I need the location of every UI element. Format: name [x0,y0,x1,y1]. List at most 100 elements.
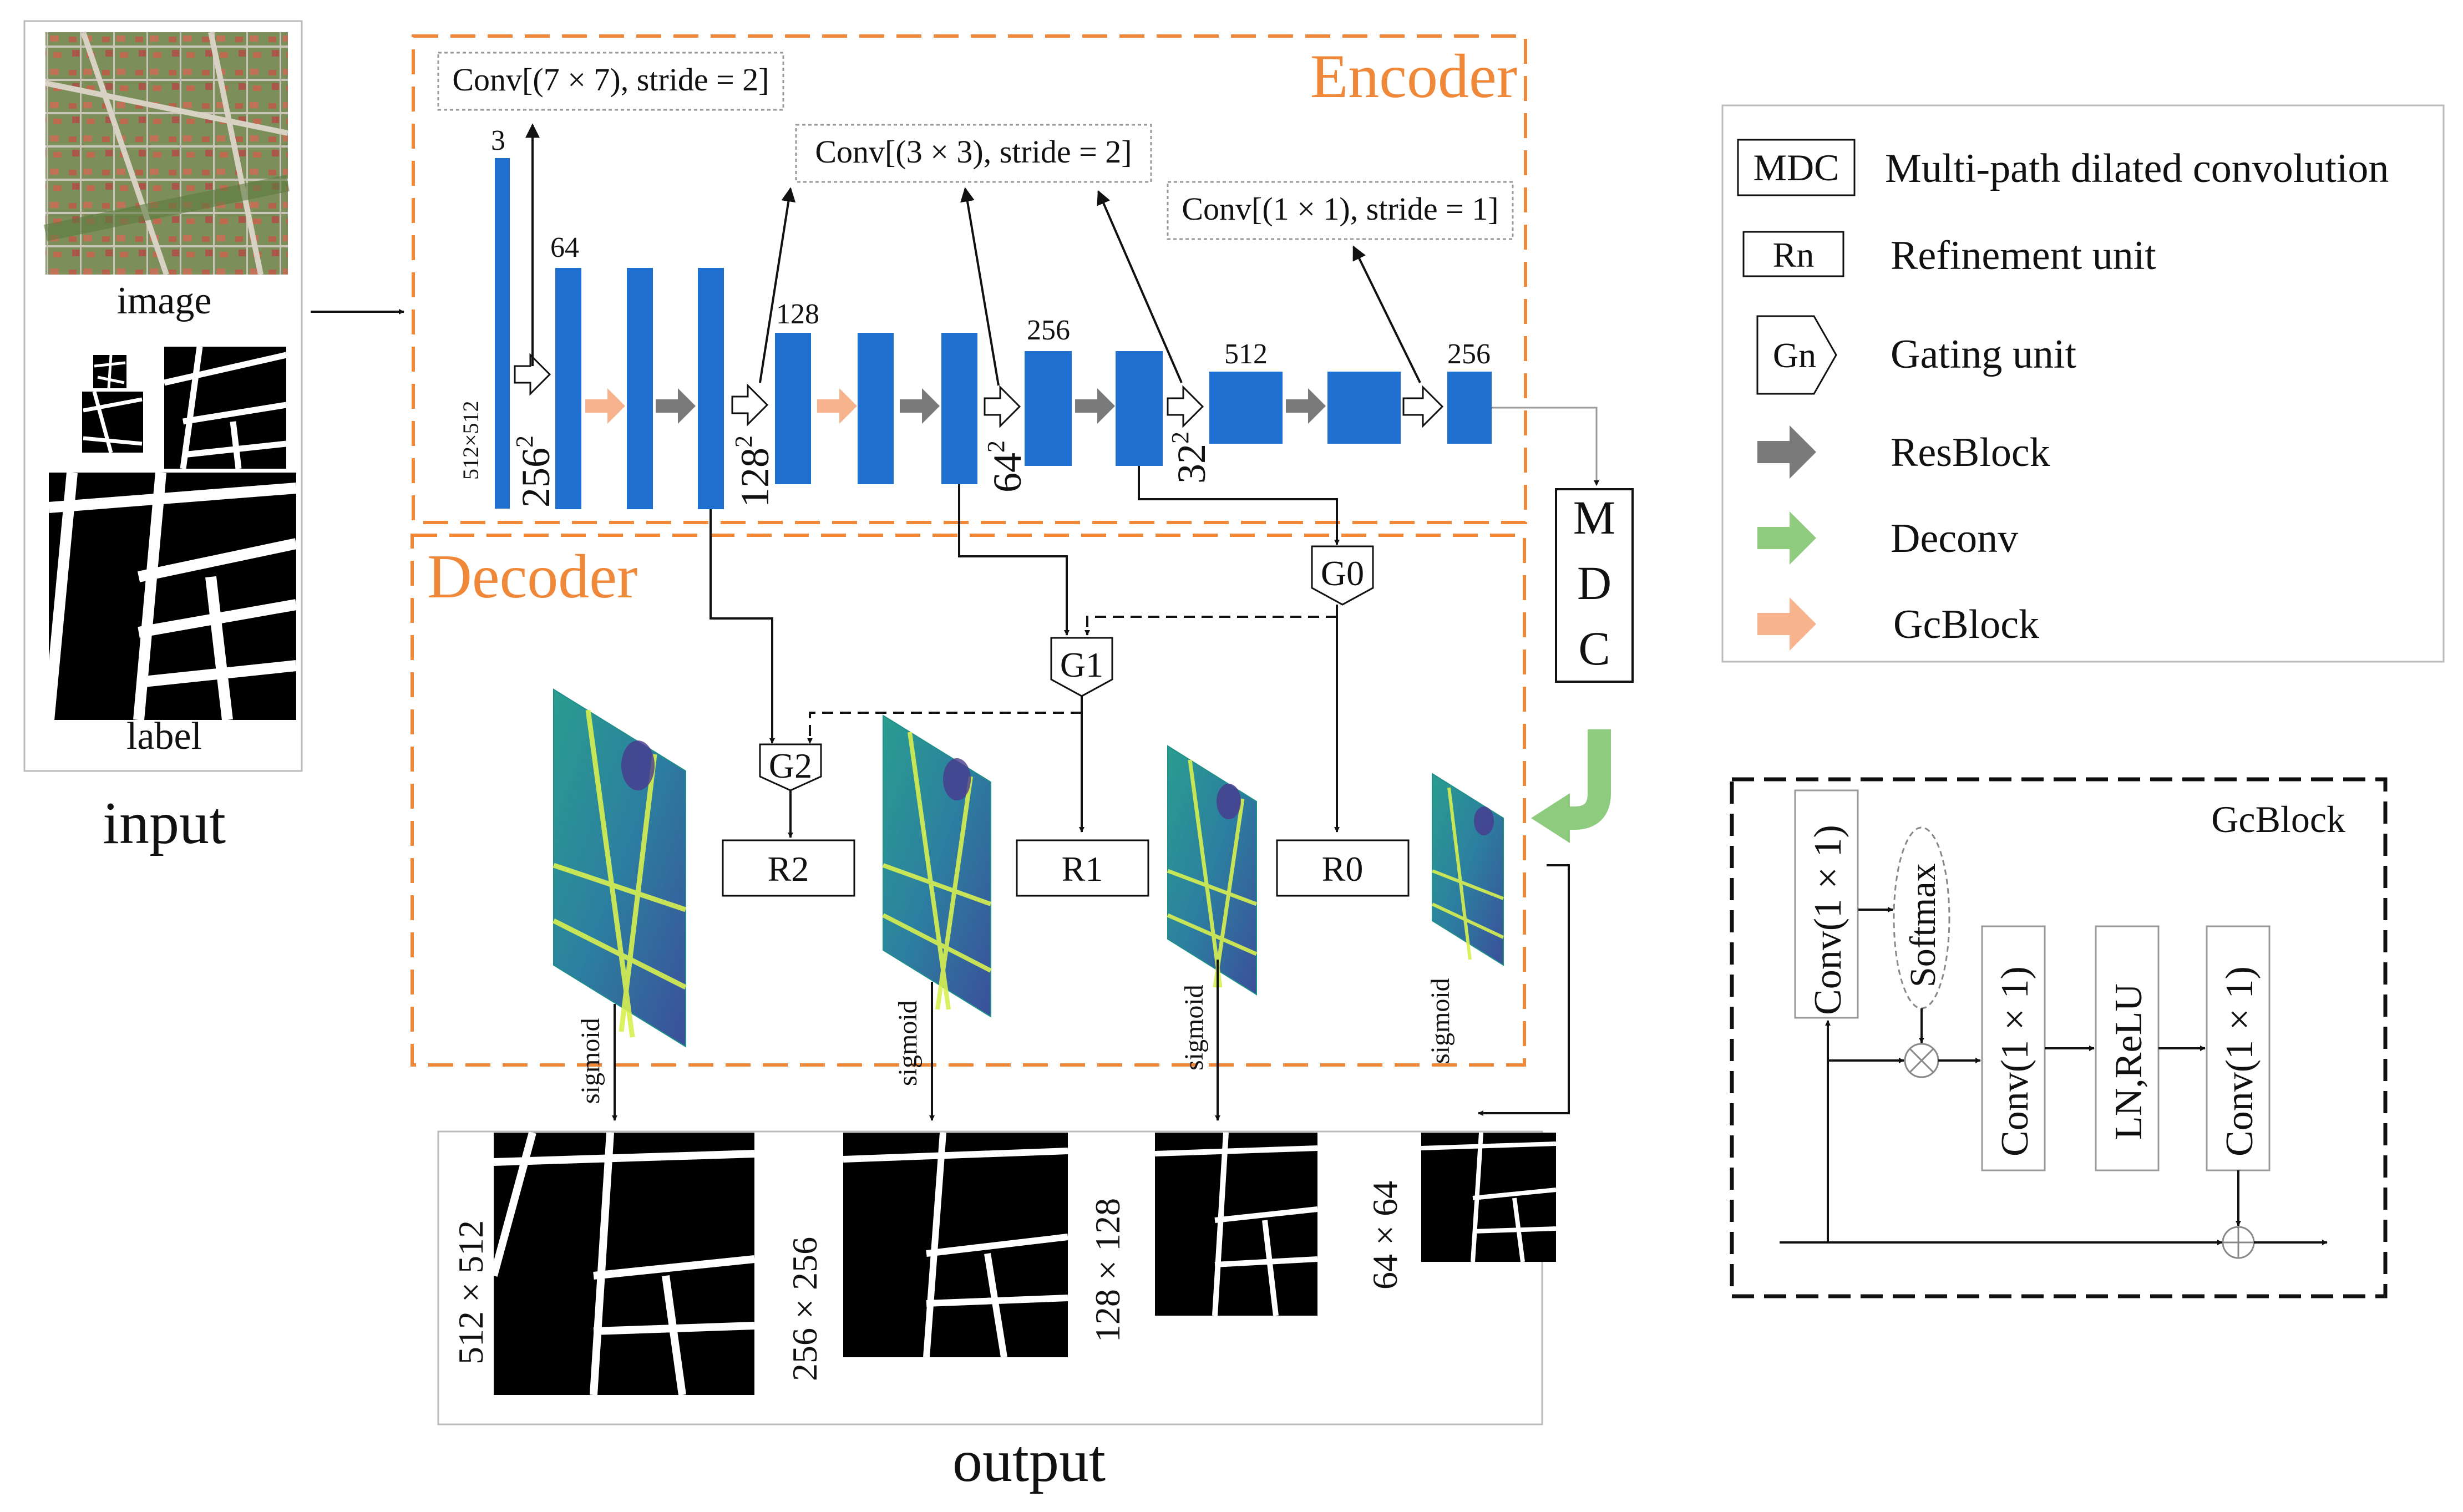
legend-gcblock-arrow [1757,597,1816,651]
refine-r2: R2 [722,839,855,897]
channel-label-128: 128 [776,298,819,330]
enc-block-128-a [775,333,811,484]
gcblock-arrows [585,388,857,424]
conv-arrow-4 [1167,385,1204,428]
enc-block-256-b [1116,351,1163,466]
enc-block-64-b [627,268,653,509]
conv-arrow-3 [984,385,1021,428]
legend-rn-symbol: Rn [1773,235,1815,275]
encoder-box [412,34,1527,524]
heatmap-512 [552,688,687,1048]
legend-rn-text: Refinement unit [1891,233,2156,278]
gate-g1: G1 [1050,637,1113,697]
gate-dashed-links [807,616,1337,744]
enc-block-64-a [555,268,581,509]
refine-r0: R0 [1276,839,1410,897]
channel-label-512: 512 [1224,338,1268,370]
enc-block-512-b [1327,372,1401,444]
legend-gn-text: Gating unit [1891,332,2076,377]
conv-arrows [514,353,1444,428]
conv1-note: Conv[(1 × 1), stride = 1] [1167,181,1514,240]
output-size-256: 256 × 256 [785,1237,824,1381]
decoder-title: Decoder [427,542,637,611]
gc-arrow-2 [817,388,857,424]
label-mask-small-2 [82,391,143,453]
gcblock-detail: GcBlock Conv(1 × 1) Softmax Conv(1 × 1) … [1730,777,2388,1298]
channel-label-256-out: 256 [1447,338,1491,370]
gc-arrow-1 [585,388,625,424]
output-mask-64 [1421,1132,1557,1262]
conv-arrow-5 [1402,385,1444,428]
size-label-128: 1282 [730,435,777,508]
conv7-note: Conv[(7 × 7), stride = 2] [437,52,784,111]
output-size-512: 512 × 512 [451,1220,490,1364]
sigmoid-label-64: sigmoid [1426,978,1455,1064]
image-label: image [116,280,211,322]
size-label-64: 642 [982,440,1030,493]
gc-lnrelu-label: LN,ReLU [2107,983,2150,1140]
res-arrow-2 [900,388,940,424]
conv7-text: Conv[(7 × 7), stride = 2] [452,62,769,98]
gcblock-title: GcBlock [2211,798,2345,840]
res-arrow-3 [1075,388,1115,424]
output-size-128: 128 × 128 [1088,1198,1127,1342]
conv1-text: Conv[(1 × 1), stride = 1] [1182,191,1498,227]
refine-r2-label: R2 [768,849,809,889]
output-frame [437,1130,1543,1425]
encoder-title: Encoder [1310,42,1517,111]
conv3-text: Conv[(3 × 3), stride = 2] [815,134,1132,170]
decoder-box [411,534,1526,1067]
gcblock-flow-lines [1780,907,2328,1245]
refine-r0-label: R0 [1322,849,1364,889]
enc-block-256-a [1025,351,1072,466]
sigmoid-label-256: sigmoid [893,1000,923,1086]
legend-mdc-text: Multi-path dilated convolution [1885,146,2389,191]
mdc-letter-d: D [1577,556,1611,610]
heatmap-64 [1431,773,1504,966]
size-label-256: 2562 [511,435,558,508]
input-panel: image label input [23,20,303,856]
label-mask-medium [163,346,287,469]
satellite-image [43,31,290,276]
resblock-arrows [656,388,1326,424]
res-arrow-4 [1286,388,1326,424]
label-mask-small-1 [93,354,126,389]
channel-label-64: 64 [550,232,579,263]
sigmoid-label-128: sigmoid [1179,985,1209,1070]
enc-block-512-a [1209,372,1283,444]
legend-resblock-arrow [1757,425,1816,479]
legend-deconv-text: Deconv [1891,516,2018,561]
gate-g2-label: G2 [769,746,812,785]
conv-arrow-2 [731,383,769,427]
gc-conv-c-box [2206,925,2271,1171]
encoder-to-mdc-line [1492,407,1599,486]
input-frame [23,20,303,772]
size-label-32: 322 [1167,432,1214,484]
gc-conv-a-box [1794,789,1859,1019]
mdc-letter-m: M [1573,491,1615,544]
enc-block-128-b [858,333,894,484]
mdc-to-output-line [1478,864,1570,1116]
conv3-note: Conv[(3 × 3), stride = 2] [795,124,1152,183]
channel-label-3: 3 [491,125,505,156]
deconv-curved-arrow [1531,729,1611,843]
annotation-pointers [525,123,1421,386]
enc-block-64-c [698,268,724,509]
heatmap-256 [882,714,992,1018]
sigmoid-arrows [612,960,1220,1121]
gate-g0: G0 [1311,545,1374,606]
output-caption: output [952,1428,1106,1494]
channel-label-256: 256 [1027,314,1070,346]
legend-mdc-symbol: MDC [1754,146,1839,189]
encoder-blocks [495,158,1492,509]
legend-mdc-symbol-box [1737,139,1856,196]
gate-g0-label: G0 [1321,554,1364,593]
refine-r1: R1 [1016,839,1149,897]
gc-conv-a-label: Conv(1 × 1) [1807,825,1849,1015]
gc-softmax-label: Softmax [1903,863,1943,987]
gc-conv-b-box [1981,925,2046,1171]
skip-connections [709,466,1340,838]
res-arrow-1 [656,388,696,424]
legend-rn-symbol-box [1742,231,1844,277]
legend-frame [1721,104,2445,663]
